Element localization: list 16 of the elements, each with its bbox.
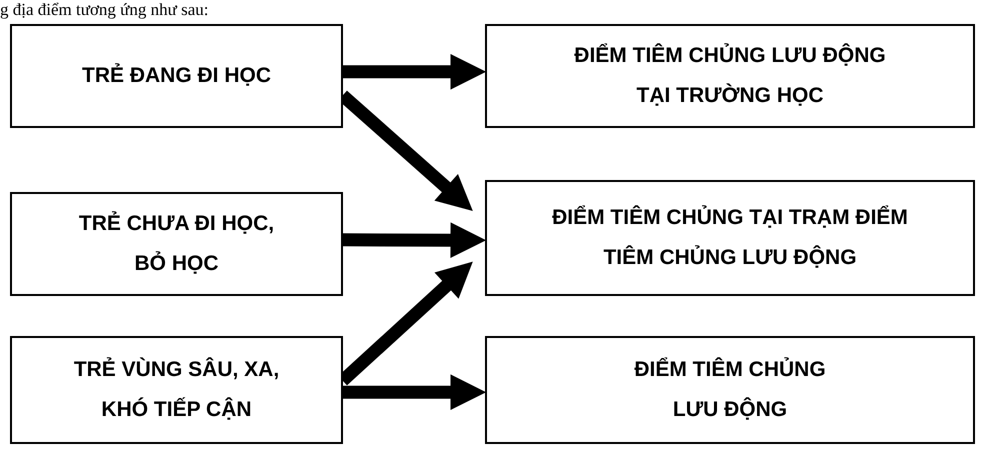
box-label: ĐIỂM TIÊM CHỦNG LƯU ĐỘNG — [633, 356, 827, 423]
arrow — [342, 54, 486, 90]
text-box — [485, 336, 975, 444]
box-label: TRẺ CHƯA ĐI HỌC, BỎ HỌC — [78, 210, 276, 277]
box-label: ĐIỂM TIÊM CHỦNG TẠI TRẠM ĐIỂM TIÊM CHỦNG LƯU ĐỘNG — [551, 204, 909, 271]
text-box — [10, 24, 343, 128]
arrow — [342, 222, 486, 258]
box-label: TRẺ ĐANG ĐI HỌC — [82, 62, 271, 89]
intro-text: g địa điểm tương ứng như sau: — [0, 0, 208, 20]
box-label: ĐIỂM TIÊM CHỦNG LƯU ĐỘNG TẠI TRƯỜNG HỌC — [573, 42, 887, 109]
arrow — [342, 374, 486, 410]
text-box — [485, 180, 975, 296]
text-box — [10, 336, 343, 444]
box-label: TRẺ VÙNG SÂU, XA, KHÓ TIẾP CẬN — [72, 356, 280, 423]
text-box — [10, 192, 343, 296]
text-box — [485, 24, 975, 128]
